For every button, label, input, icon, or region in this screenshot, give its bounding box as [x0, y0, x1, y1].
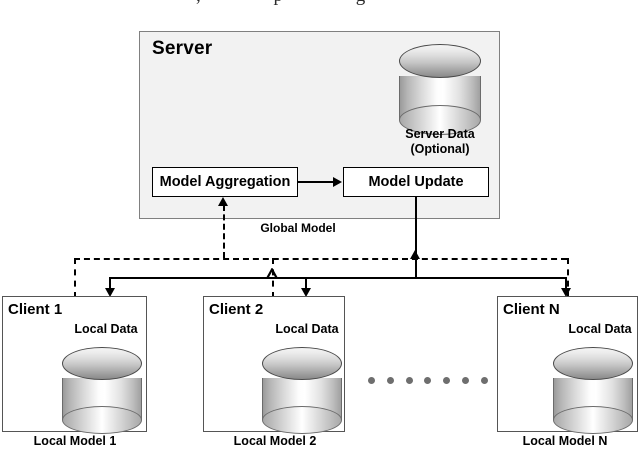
upload-to-aggregation-arrowhead: [218, 197, 228, 206]
local-data-cylinder-icon-1: [62, 347, 142, 434]
download-line-from-model-update: [415, 197, 418, 279]
upload-drop-client-1: [74, 258, 76, 298]
client-title-1: Client 1: [8, 301, 63, 318]
download-drop-client-1: [109, 277, 112, 291]
ellipsis-dot: [462, 376, 470, 384]
server-title: Server: [152, 38, 213, 59]
local-model-caption-2: Local Model 2: [233, 434, 317, 448]
ellipsis-dot: [480, 376, 488, 384]
local-model-caption-1: Local Model 1: [33, 434, 117, 448]
client-title-n: Client N: [503, 301, 560, 318]
server-data-cylinder-icon: [399, 44, 481, 135]
client-ellipsis: [368, 375, 488, 385]
server-data-caption-line1: Server Data: [405, 127, 475, 141]
client-title-2: Client 2: [209, 301, 264, 318]
upload-stub-to-aggregation: [223, 205, 225, 258]
global-model-label: Global Model: [260, 221, 336, 235]
server-data-caption: Server Data (Optional): [380, 127, 500, 157]
ellipsis-dot: [368, 376, 375, 384]
server-data-caption-line2: (Optional): [410, 142, 470, 156]
download-drop-client-2: [305, 277, 308, 291]
model-update-box[interactable]: Model Update: [343, 167, 489, 197]
local-data-caption-n: Local Data: [568, 322, 632, 336]
download-bus-solid: [110, 277, 566, 280]
download-drop-client-n: [565, 277, 568, 291]
download-arrowhead-client-n: [560, 288, 571, 297]
download-bus-junction-arrowhead: [410, 250, 420, 259]
local-model-caption-n: Local Model N: [522, 434, 608, 448]
aggregation-to-update-line: [298, 181, 334, 184]
local-data-caption-1: Local Data: [74, 322, 138, 336]
cropped-caption-remnant: , p g: [0, 0, 640, 13]
upload-bus-dashed: [74, 258, 567, 260]
download-arrowhead-client-1: [104, 288, 115, 297]
local-data-cylinder-icon-n: [553, 347, 633, 434]
ellipsis-dot: [405, 376, 413, 384]
ellipsis-dot: [424, 376, 432, 384]
ellipsis-dot: [443, 376, 451, 384]
download-arrowhead-client-2: [300, 288, 311, 297]
local-data-caption-2: Local Data: [275, 322, 339, 336]
model-aggregation-box[interactable]: Model Aggregation: [152, 167, 298, 197]
aggregation-to-update-arrowhead: [333, 176, 342, 187]
line-hop-crossing: [262, 268, 282, 279]
local-data-cylinder-icon-2: [262, 347, 342, 434]
ellipsis-dot: [386, 376, 394, 384]
upload-drop-client-n: [567, 258, 569, 298]
